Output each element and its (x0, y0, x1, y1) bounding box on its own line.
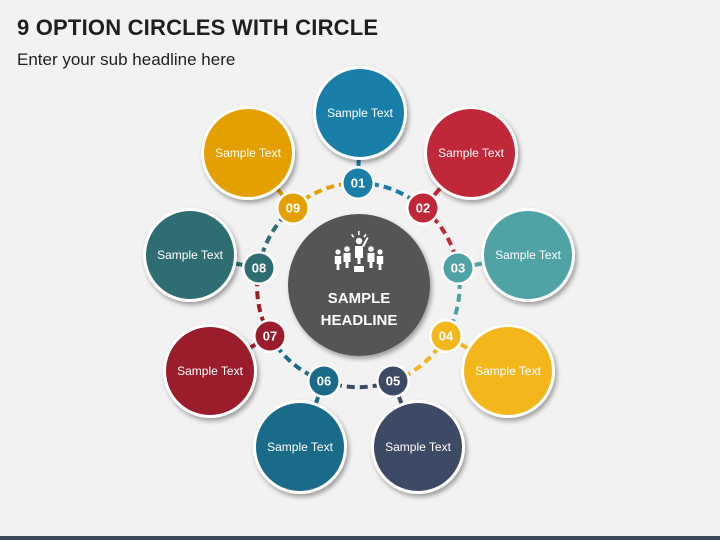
option-bubble-fill (146, 211, 234, 299)
number-badge-text-02: 02 (416, 201, 430, 216)
option-bubble-fill (464, 327, 552, 415)
option-bubble-09: Sample Text (201, 106, 295, 200)
number-badge-fill (343, 168, 373, 198)
number-badge-fill (408, 193, 438, 223)
option-bubble-fill (484, 211, 572, 299)
number-badge-text-03: 03 (451, 261, 465, 276)
number-badge-08: 08 (242, 251, 276, 285)
number-badge-04: 04 (429, 319, 463, 353)
number-badge-05: 05 (376, 364, 410, 398)
option-label-02: Sample Text (438, 146, 504, 160)
option-label-05: Sample Text (385, 440, 451, 454)
number-badge-01: 01 (341, 166, 375, 200)
option-label-03: Sample Text (495, 248, 561, 262)
option-bubble-fill (204, 109, 292, 197)
number-badges: 01 02 03 04 05 06 07 08 09 (242, 166, 475, 398)
option-label-01: Sample Text (327, 106, 393, 120)
option-bubble-05: Sample Text (371, 400, 465, 494)
people-group-icon (334, 231, 384, 272)
option-label-08: Sample Text (157, 248, 223, 262)
option-bubble-02: Sample Text (424, 106, 518, 200)
number-badge-fill (244, 253, 274, 283)
option-bubble-08: Sample Text (143, 208, 237, 302)
number-badge-fill (378, 366, 408, 396)
option-bubble-fill (374, 403, 462, 491)
number-badge-03: 03 (441, 251, 475, 285)
page-subtitle: Enter your sub headline here (17, 50, 236, 69)
number-badge-02: 02 (406, 191, 440, 225)
option-bubble-fill (427, 109, 515, 197)
number-badge-fill (443, 253, 473, 283)
number-badge-07: 07 (253, 319, 287, 353)
number-badge-text-09: 09 (286, 201, 300, 216)
option-bubble-fill (316, 69, 404, 157)
hub-circle (288, 214, 430, 356)
option-bubble-fill (166, 327, 254, 415)
option-label-09: Sample Text (215, 146, 281, 160)
option-bubble-01: Sample Text (313, 66, 407, 160)
number-badge-fill (278, 193, 308, 223)
hub-headline-line1: SAMPLE (328, 290, 391, 307)
number-badge-text-07: 07 (263, 329, 277, 344)
option-bubble-04: Sample Text (461, 324, 555, 418)
option-bubble-fill (256, 403, 344, 491)
option-label-07: Sample Text (177, 364, 243, 378)
number-badge-fill (309, 366, 339, 396)
number-badge-fill (431, 321, 461, 351)
number-badge-09: 09 (276, 191, 310, 225)
hub-headline-line2: HEADLINE (321, 312, 398, 329)
center-hub: SAMPLE HEADLINE (288, 214, 430, 356)
footer-bar (0, 536, 720, 540)
number-badge-text-05: 05 (386, 374, 400, 389)
option-label-06: Sample Text (267, 440, 333, 454)
number-badge-06: 06 (307, 364, 341, 398)
number-badge-text-08: 08 (252, 261, 266, 276)
option-bubble-06: Sample Text (253, 400, 347, 494)
option-bubble-07: Sample Text (163, 324, 257, 418)
spoke-02 (432, 187, 442, 197)
page-title: 9 OPTION CIRCLES WITH CIRCLE (17, 15, 379, 40)
number-badge-text-01: 01 (351, 176, 365, 191)
number-badge-text-06: 06 (317, 374, 331, 389)
option-label-04: Sample Text (475, 364, 541, 378)
number-badge-text-04: 04 (439, 329, 454, 344)
option-bubble-03: Sample Text (481, 208, 575, 302)
number-badge-fill (255, 321, 285, 351)
